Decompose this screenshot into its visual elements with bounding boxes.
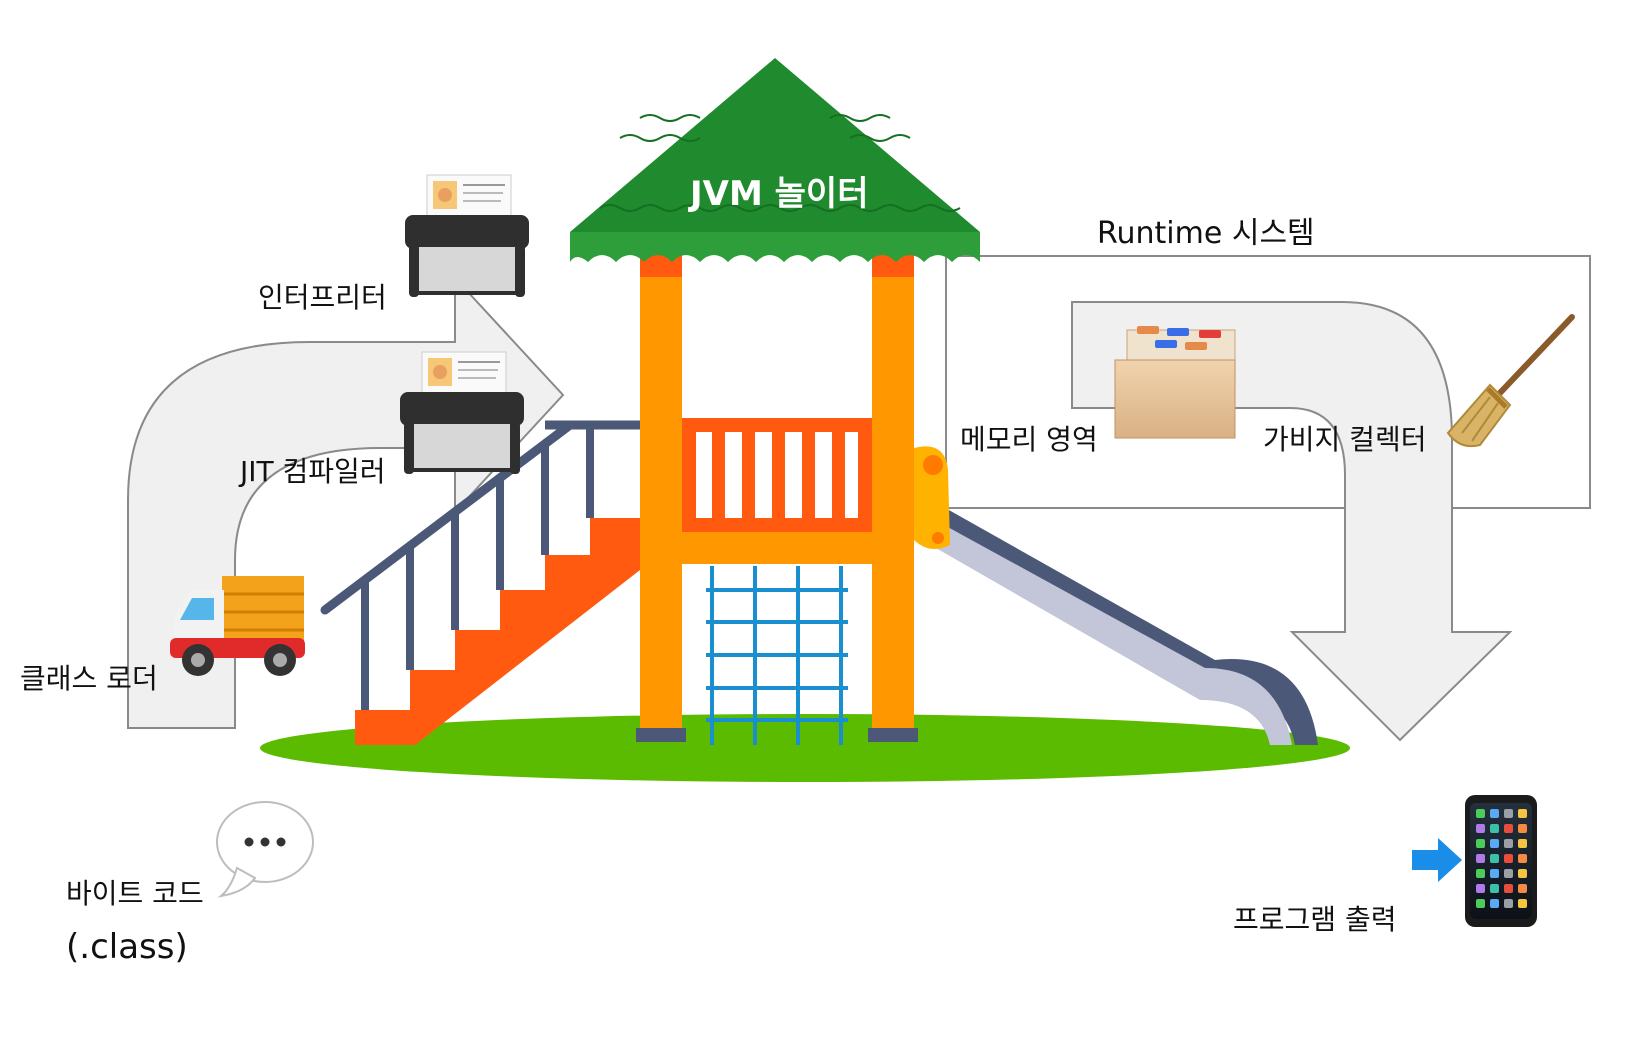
right-flow-arrow	[1071, 301, 1513, 742]
app-icon	[1504, 884, 1513, 893]
app-icon	[1504, 899, 1513, 908]
app-icon	[1476, 869, 1485, 878]
slide	[922, 505, 1318, 745]
climbing-net	[706, 566, 848, 745]
broom-icon	[1446, 314, 1575, 448]
app-icon	[1490, 839, 1499, 848]
app-icon	[1518, 824, 1527, 833]
jit-compiler-label: JIT 컴파일러	[240, 455, 386, 488]
printer-icon	[405, 174, 529, 297]
app-icon	[1490, 869, 1499, 878]
class-loader-label: 클래스 로더	[20, 662, 158, 695]
memory-area-label: 메모리 영역	[960, 423, 1098, 456]
arrow-right-icon	[1412, 838, 1462, 882]
app-icon	[1476, 884, 1485, 893]
app-icon	[1490, 854, 1499, 863]
app-icon	[1518, 809, 1527, 818]
runtime-system-box	[945, 255, 1591, 509]
roof	[570, 58, 980, 262]
runtime-system-title: Runtime 시스템	[1097, 216, 1315, 251]
app-icon	[1504, 809, 1513, 818]
app-icon	[1504, 854, 1513, 863]
app-icon	[1518, 854, 1527, 863]
app-icon	[1504, 869, 1513, 878]
stairs	[320, 420, 640, 745]
app-icon	[1504, 824, 1513, 833]
bytecode-label: 바이트 코드	[66, 877, 204, 910]
app-icon	[1518, 884, 1527, 893]
app-icon	[1476, 899, 1485, 908]
app-icon	[1476, 824, 1485, 833]
printer-icon	[400, 351, 524, 474]
app-icon	[1476, 854, 1485, 863]
card-file-box-icon	[1114, 326, 1236, 439]
app-icon	[1518, 899, 1527, 908]
program-output-label: 프로그램 출력	[1233, 903, 1397, 936]
truck-icon	[170, 576, 305, 676]
app-icon	[1476, 839, 1485, 848]
bytecode-extension: (.class)	[66, 927, 188, 967]
app-icon	[1490, 824, 1499, 833]
garbage-collector-label: 가비지 컬렉터	[1263, 423, 1427, 456]
app-icon	[1476, 809, 1485, 818]
app-icon	[1490, 884, 1499, 893]
interpreter-label: 인터프리터	[258, 281, 387, 314]
grass-ground	[260, 714, 1350, 782]
speech-bubble-icon	[216, 801, 314, 898]
tower	[636, 255, 950, 742]
app-icon	[1490, 899, 1499, 908]
app-icon	[1504, 839, 1513, 848]
app-icon	[1518, 869, 1527, 878]
jvm-playground-title: JVM 놀이터	[690, 174, 869, 214]
app-icon	[1518, 839, 1527, 848]
phone-icon	[1465, 795, 1537, 927]
app-icon	[1490, 809, 1499, 818]
